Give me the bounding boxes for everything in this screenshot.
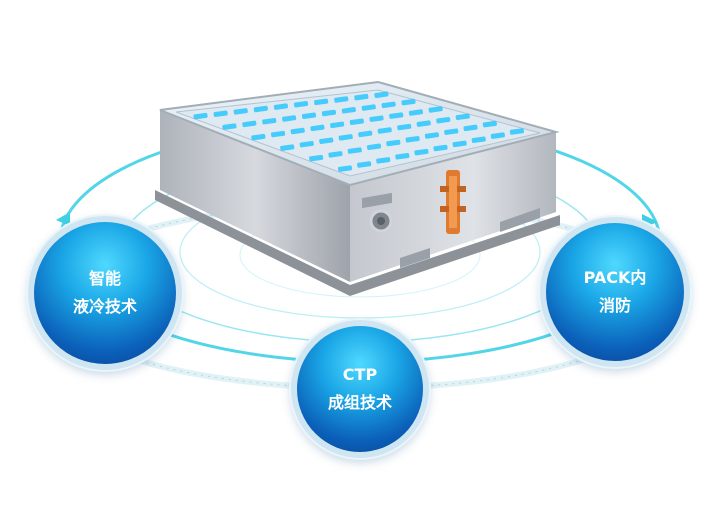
cell-pad — [354, 93, 369, 101]
cell-pad — [273, 103, 289, 110]
cell-pad — [436, 116, 451, 124]
cell-pad — [242, 120, 257, 128]
ring-arrow-left-icon — [56, 212, 70, 226]
cell-pad — [299, 140, 314, 148]
feature-badge-pack-fire: PACK内 消防 — [540, 217, 690, 367]
cell-pad — [270, 130, 286, 138]
cell-pad — [319, 137, 334, 145]
cell-pad — [290, 127, 305, 135]
cell-pad — [389, 112, 404, 119]
cell-pad — [314, 98, 329, 106]
cell-pad — [358, 130, 373, 138]
cell-pad — [321, 109, 337, 117]
cell-pad — [282, 115, 297, 122]
cell-pad — [401, 98, 416, 106]
cell-pad — [455, 113, 470, 121]
cell-pad — [463, 124, 478, 132]
cell-pad — [301, 112, 317, 119]
badge-line: PACK内 — [583, 268, 647, 287]
cell-pad — [338, 134, 353, 141]
cell-pad — [233, 108, 248, 115]
badge-line: 消防 — [598, 296, 631, 315]
cell-pad — [444, 128, 459, 135]
cell-pad — [251, 133, 266, 141]
cell-pad — [293, 101, 309, 108]
cell-grid — [193, 91, 525, 172]
cell-pad — [213, 110, 228, 118]
badge-line: 智能 — [88, 269, 121, 288]
badge-line: CTP — [342, 365, 378, 384]
cell-pad — [471, 136, 486, 143]
cell-pad — [381, 101, 396, 109]
cell-pad — [397, 123, 412, 131]
battery-pack — [155, 80, 560, 296]
cell-pad — [222, 123, 237, 130]
badge-line: 成组技术 — [327, 393, 392, 412]
cell-pad — [253, 105, 268, 113]
connector-icon — [440, 170, 466, 234]
cell-pad — [376, 157, 391, 164]
cell-pad — [347, 147, 362, 154]
cell-pad — [310, 124, 325, 132]
cell-pad — [482, 120, 497, 128]
cell-pad — [357, 161, 372, 168]
cell-pad — [330, 121, 345, 129]
badge-line: 液冷技术 — [72, 297, 137, 316]
cell-pad — [262, 117, 277, 125]
cell-pad — [341, 107, 356, 114]
cell-pad — [424, 132, 440, 139]
cell-pad — [408, 109, 424, 116]
cell-pad — [452, 140, 467, 148]
cell-pad — [337, 165, 353, 172]
cell-pad — [490, 132, 505, 139]
cell-pad — [374, 91, 389, 99]
cell-pad — [366, 143, 382, 151]
cell-pad — [334, 96, 349, 103]
cell-pad — [414, 148, 429, 156]
cell-pad — [349, 118, 364, 126]
cell-pad — [309, 154, 324, 162]
feature-badge-liquid-cooling: 智能 液冷技术 — [28, 216, 182, 370]
cell-pad — [369, 115, 384, 122]
cell-pad — [405, 135, 420, 143]
feature-badge-ctp: CTP 成组技术 — [291, 320, 429, 458]
cell-pad — [509, 128, 525, 135]
cell-pad — [361, 104, 376, 111]
cell-pad — [433, 144, 448, 152]
cell-pad — [416, 120, 431, 127]
cell-pad — [428, 106, 443, 113]
cell-pad — [377, 127, 392, 134]
cell-pad — [280, 144, 295, 151]
cell-pad — [193, 112, 208, 120]
cell-pad — [395, 152, 410, 160]
cell-pad — [386, 139, 401, 147]
cell-pad — [328, 151, 343, 158]
